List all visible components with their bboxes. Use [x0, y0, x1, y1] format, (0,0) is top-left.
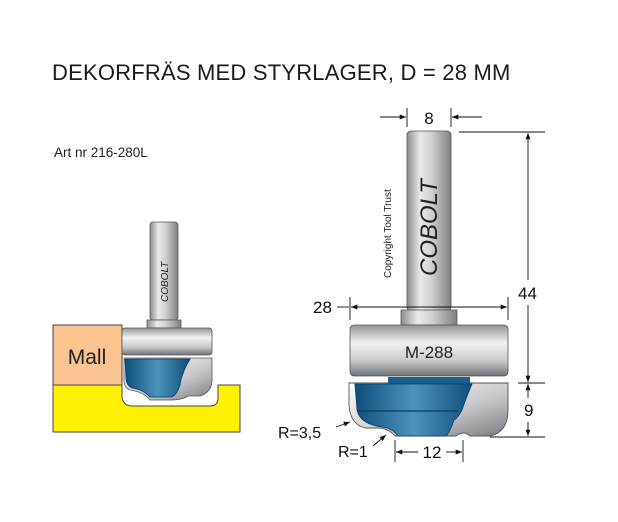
- dim-bearing-diameter: 28: [313, 298, 332, 317]
- small-shank-brand: COBOLT: [160, 261, 171, 302]
- small-bearing: [121, 327, 213, 356]
- small-cutter-body: [124, 358, 191, 398]
- page-title: DEKORFRÄS MED STYRLAGER, D = 28 MM: [52, 60, 511, 85]
- bearing: [349, 324, 509, 377]
- dim-total-length: 44: [518, 284, 537, 303]
- cutter-hub: [388, 377, 470, 385]
- cutter-body: [354, 383, 473, 437]
- workpiece: [52, 384, 241, 433]
- dimension-labels: 8 44 28 9 R=3,5 R=1 12: [278, 109, 537, 462]
- small-collar: [146, 319, 182, 329]
- copyright-text: Copyright Tool Trust: [383, 189, 394, 278]
- dim-radius-small: R=1: [338, 444, 368, 461]
- template-label: Mall: [68, 346, 107, 369]
- application-view: Mall COBOLT: [52, 221, 241, 433]
- dim-shank-diameter: 8: [424, 109, 433, 128]
- dim-radius-large: R=3,5: [278, 425, 321, 442]
- dim-bottom-width: 12: [423, 443, 442, 462]
- bearing-label: M-288: [405, 343, 453, 362]
- collar: [400, 309, 458, 326]
- shank-brand: COBOLT: [416, 177, 443, 276]
- dim-cut-height: 9: [524, 401, 533, 420]
- article-number: Art nr 216-280L: [54, 145, 148, 160]
- dimensions: [335, 108, 545, 462]
- template-block: [52, 324, 123, 386]
- main-view: COBOLT Copyright Tool Trust M-288: [348, 130, 509, 437]
